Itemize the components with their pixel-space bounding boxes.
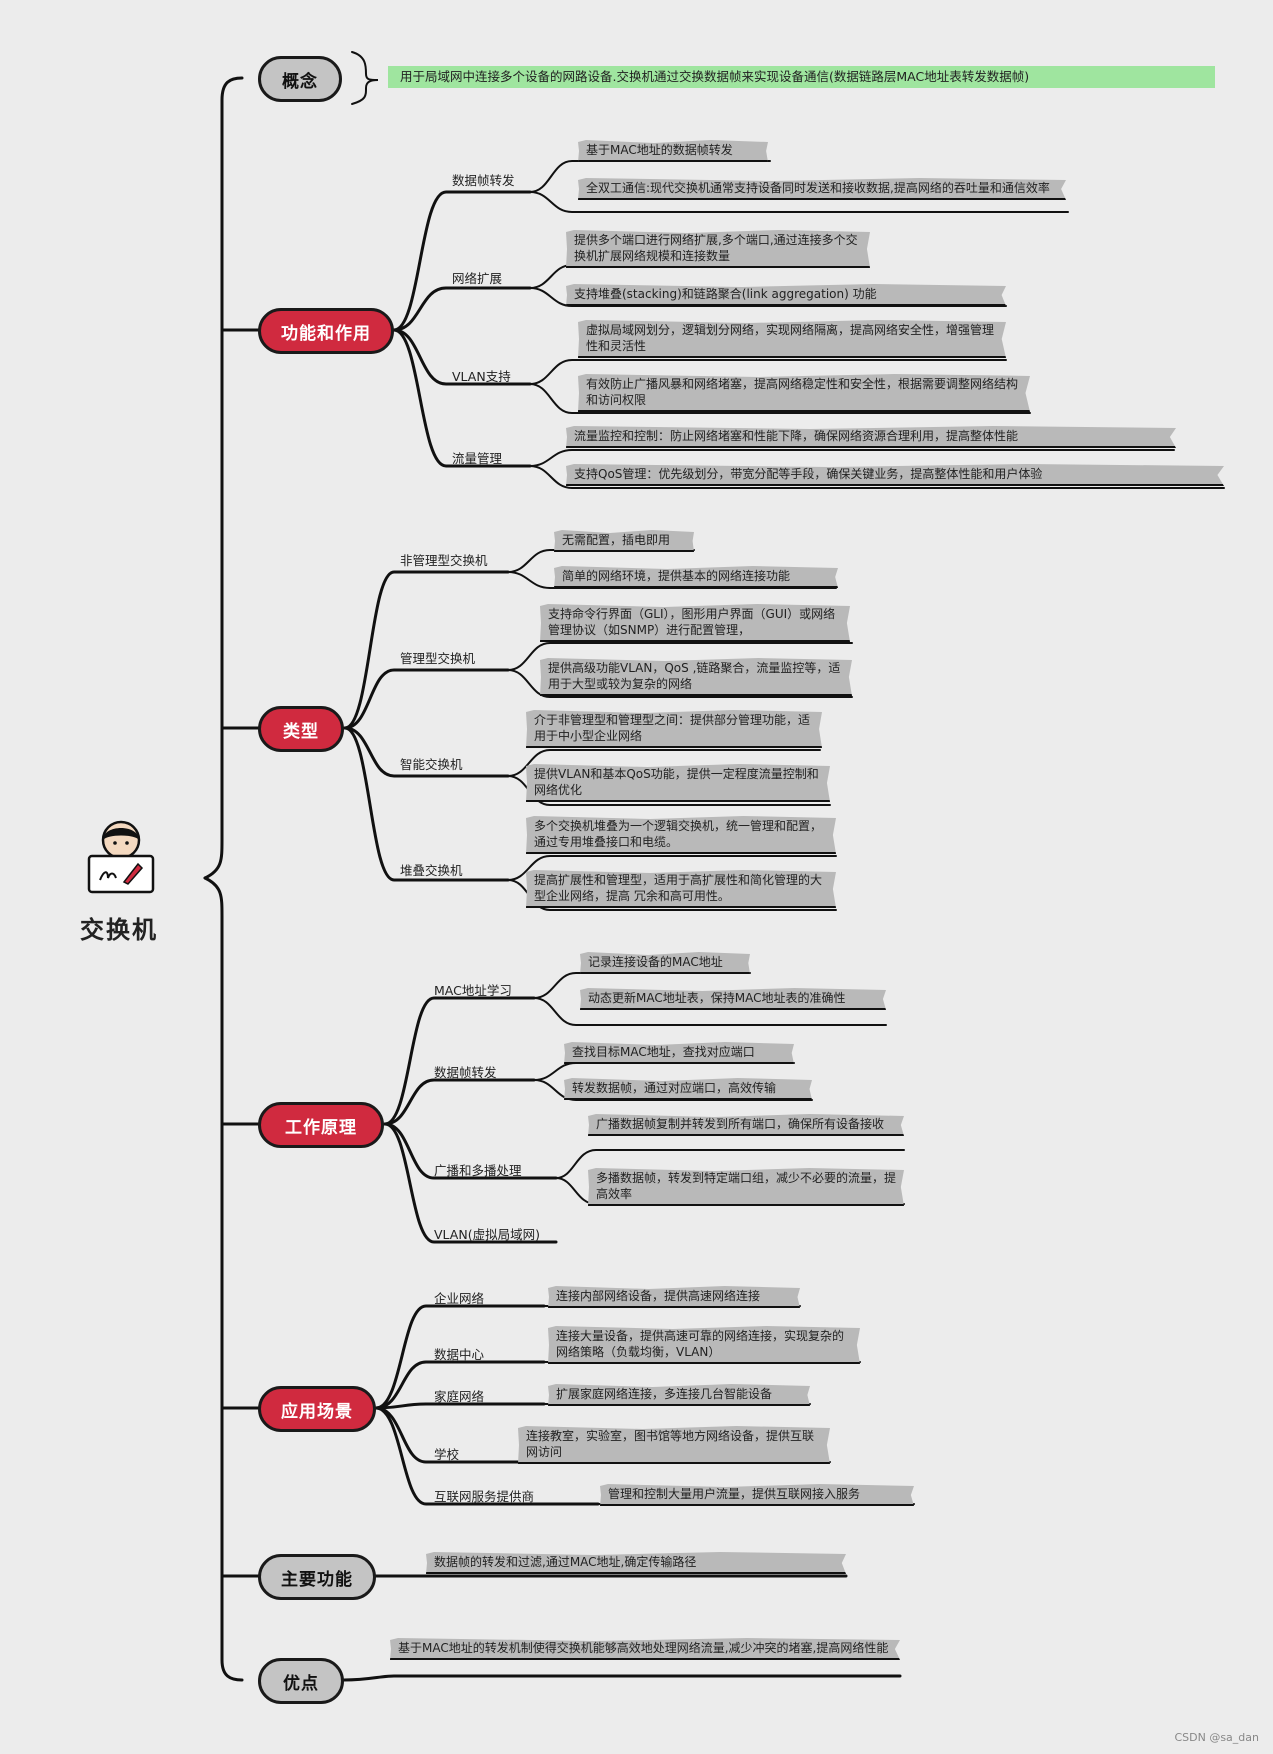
sub-stackable-switch[interactable]: 堆叠交换机 xyxy=(400,860,463,879)
sub-broadcast-multicast[interactable]: 广播和多播处理 xyxy=(434,1160,522,1179)
leaf-item: 基于MAC地址的数据帧转发 xyxy=(578,140,768,162)
watermark: CSDN @sa_dan xyxy=(1174,1731,1259,1744)
sub-enterprise[interactable]: 企业网络 xyxy=(434,1288,484,1307)
leaf-item: 简单的网络环境，提供基本的网络连接功能 xyxy=(554,566,838,588)
sub-frame-forwarding[interactable]: 数据帧转发 xyxy=(452,170,515,189)
sub-mac-learning[interactable]: MAC地址学习 xyxy=(434,980,512,999)
leaf-item: 提高扩展性和管理型，适用于高扩展性和简化管理的大型企业网络，提高 冗余和高可用性… xyxy=(526,870,836,908)
node-advantage[interactable]: 优点 xyxy=(258,1658,344,1704)
leaf-item: 有效防止广播风暴和网络堵塞，提高网络稳定性和安全性，根据需要调整网络结构和访问权… xyxy=(578,374,1030,412)
leaf-item: 连接教室，实验室，图书馆等地方网络设备，提供互联网访问 xyxy=(518,1426,830,1464)
node-types[interactable]: 类型 xyxy=(258,706,344,752)
root-title: 交换机 xyxy=(80,910,158,945)
leaf-item: 记录连接设备的MAC地址 xyxy=(580,952,750,974)
leaf-item: 流量监控和控制：防止网络堵塞和性能下降，确保网络资源合理利用，提高整体性能 xyxy=(566,426,1176,448)
person-laptop-icon xyxy=(86,818,156,894)
sub-school[interactable]: 学校 xyxy=(434,1444,459,1463)
leaf-item: 多个交换机堆叠为一个逻辑交换机，统一管理和配置，通过专用堆叠接口和电缆。 xyxy=(526,816,836,854)
leaf-item: 提供高级功能VLAN，QoS ,链路聚合，流量监控等，适用于大型或较为复杂的网络 xyxy=(540,658,852,696)
leaf-item: 查找目标MAC地址，查找对应端口 xyxy=(564,1042,794,1064)
node-principle[interactable]: 工作原理 xyxy=(258,1102,384,1148)
leaf-item: 转发数据帧，通过对应端口，高效传输 xyxy=(564,1078,812,1100)
leaf-item: 介于非管理型和管理型之间：提供部分管理功能，适用于中小型企业网络 xyxy=(526,710,822,748)
leaf-item: 广播数据帧复制并转发到所有端口，确保所有设备接收 xyxy=(588,1114,904,1136)
leaf-item: 虚拟局域网划分，逻辑划分网络，实现网络隔离，提高网络安全性，增强管理性和灵活性 xyxy=(578,320,1006,358)
sub-traffic-management[interactable]: 流量管理 xyxy=(452,448,502,467)
sub-frame-forwarding-2[interactable]: 数据帧转发 xyxy=(434,1062,497,1081)
leaf-item: 基于MAC地址的转发机制使得交换机能够高效地处理网络流量,减少冲突的堵塞,提高网… xyxy=(390,1638,900,1660)
sub-network-expansion[interactable]: 网络扩展 xyxy=(452,268,502,287)
leaf-item: 多播数据帧，转发到特定端口组，减少不必要的流量，提高效率 xyxy=(588,1168,904,1206)
leaf-item: 全双工通信:现代交换机通常支持设备同时发送和接收数据,提高网络的吞吐量和通信效率 xyxy=(578,178,1066,200)
node-functions[interactable]: 功能和作用 xyxy=(258,308,394,354)
leaf-item: 连接大量设备，提供高速可靠的网络连接，实现复杂的网络策略（负载均衡，VLAN） xyxy=(548,1326,860,1364)
leaf-item: 扩展家庭网络连接，多连接几台智能设备 xyxy=(548,1384,810,1406)
leaf-item: 数据帧的转发和过滤,通过MAC地址,确定传输路径 xyxy=(426,1552,846,1574)
leaf-item: 提供VLAN和基本QoS功能，提供一定程度流量控制和网络优化 xyxy=(526,764,830,802)
sub-isp[interactable]: 互联网服务提供商 xyxy=(434,1486,534,1505)
leaf-item: 提供多个端口进行网络扩展,多个端口,通过连接多个交换机扩展网络规模和连接数量 xyxy=(566,230,870,268)
leaf-item: 支持QoS管理：优先级划分，带宽分配等手段，确保关键业务，提高整体性能和用户体验 xyxy=(566,464,1224,486)
sub-vlan-support[interactable]: VLAN支持 xyxy=(452,366,511,385)
leaf-item: 支持堆叠(stacking)和链路聚合(link aggregation) 功能 xyxy=(566,284,1006,306)
leaf-item: 支持命令行界面（GLI），图形用户界面（GUI）或网络管理协议（如SNMP）进行… xyxy=(540,604,850,642)
leaf-item: 动态更新MAC地址表，保持MAC地址表的准确性 xyxy=(580,988,886,1010)
sub-vlan[interactable]: VLAN(虚拟局域网) xyxy=(434,1224,540,1243)
sub-unmanaged-switch[interactable]: 非管理型交换机 xyxy=(400,550,488,569)
sub-managed-switch[interactable]: 管理型交换机 xyxy=(400,648,475,667)
sub-datacenter[interactable]: 数据中心 xyxy=(434,1344,484,1363)
sub-smart-switch[interactable]: 智能交换机 xyxy=(400,754,463,773)
node-scenarios[interactable]: 应用场景 xyxy=(258,1386,376,1432)
leaf-item: 无需配置，插电即用 xyxy=(554,530,694,552)
avatar xyxy=(86,818,156,894)
node-concept[interactable]: 概念 xyxy=(258,56,342,102)
leaf-item: 管理和控制大量用户流量，提供互联网接入服务 xyxy=(600,1484,914,1506)
sub-home[interactable]: 家庭网络 xyxy=(434,1386,484,1405)
leaf-item: 连接内部网络设备，提供高速网络连接 xyxy=(548,1286,800,1308)
node-main-function[interactable]: 主要功能 xyxy=(258,1554,376,1600)
concept-text: 用于局域网中连接多个设备的网路设备.交换机通过交换数据帧来实现设备通信(数据链路… xyxy=(388,66,1215,88)
